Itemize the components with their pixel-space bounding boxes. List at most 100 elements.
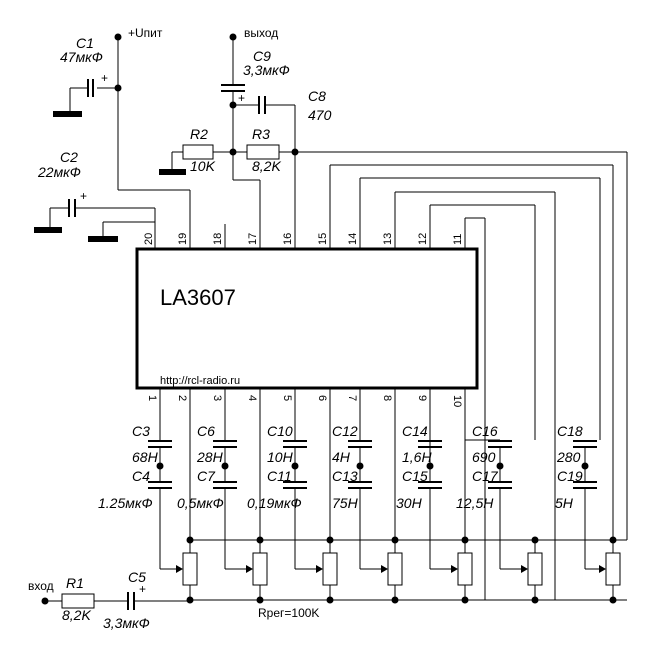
pin-14: 14 [347,233,359,245]
pin-6: 6 [316,395,328,401]
pot-body [605,552,621,586]
cap-value-c4: 1.25мкФ [98,495,153,511]
r3-value: 8,2K [252,158,281,174]
cap-value-c18: 280 [556,449,581,465]
pin-11: 11 [452,234,464,245]
pot-body [252,552,268,586]
chip-url: http://rcl-radio.ru [160,375,240,387]
pin-18: 18 [212,233,224,245]
cap-name-c10: C10 [267,423,293,439]
c5-name: C5 [128,569,146,585]
r2-name: R2 [190,126,208,142]
svg-text:+: + [139,582,146,596]
cap-name-c18: C18 [557,423,583,439]
pin-13: 13 [382,233,394,245]
junction-dot [426,462,434,470]
cap-name-c16: C16 [472,423,498,439]
cap-name-c3: C3 [132,423,150,439]
pot-body [322,552,338,586]
pin-16: 16 [282,233,294,245]
cap-value-c6: 28Н [196,449,224,465]
pin-8: 8 [381,395,393,401]
pin-19: 19 [177,233,189,245]
pot-note: Rрег=100K [258,606,319,620]
cap-value-c10: 10Н [267,449,294,465]
cap-value-c16: 690 [472,449,496,465]
cap-name-c19: C19 [557,468,583,484]
wiper-arrow [599,565,606,573]
cap-value-c3: 68Н [132,449,159,465]
cap-name-c6: C6 [197,423,215,439]
equalizer-capacitors: C368НC41.25мкФC628НC70,5мкФC1010НC110,19… [98,423,597,518]
pin-4: 4 [246,395,258,401]
potentiometer-2 [224,518,268,604]
output-label: выход [244,26,278,40]
cap-name-c7: C7 [197,468,216,484]
pin-9: 9 [416,395,428,401]
wiper-arrow [246,565,253,573]
pin20-ground [88,221,155,242]
svg-text:+: + [101,71,108,85]
junction-dot [496,462,504,470]
pot-body [457,552,473,586]
junction-dot [221,462,229,470]
r1-name: R1 [66,575,84,591]
output-section: выход + C9 3,3мкФ C8 470 R2 10K R3 8,2K [159,26,332,181]
c9-value: 3,3мкФ [243,62,290,78]
cap-name-c17: C17 [472,468,499,484]
power-section: +Uпит + C1 47мкФ [53,26,191,224]
svg-text:+: + [80,189,87,203]
c8-value: 470 [308,107,332,123]
pot-body [527,552,543,586]
chip-body [135,247,479,390]
c9-name: C9 [253,48,271,64]
potentiometer-1 [159,518,198,604]
pin-15: 15 [317,233,329,245]
band-wiring [330,164,614,600]
c2-section: + C2 22мкФ [34,149,156,233]
r3-name: R3 [252,126,270,142]
eq-band-2: C6 28Н C7 0,5мкФ [177,423,237,518]
wiper-arrow [451,565,458,573]
svg-text:+: + [238,91,245,105]
pin-7: 7 [346,395,358,401]
potentiometer-4 [359,518,403,604]
pin-17: 17 [247,233,259,245]
wiper-arrow [381,565,388,573]
pot-body [182,552,198,586]
pin-2: 2 [176,395,188,401]
cap-name-c12: C12 [332,423,358,439]
band-potentiometers [159,518,621,604]
c2-value: 22мкФ [37,164,81,180]
r2-value: 10K [190,158,216,174]
pot-body [387,552,403,586]
wiper-arrow [316,565,323,573]
power-label: +Uпит [128,26,163,40]
c1-name: C1 [76,35,94,51]
cap-name-c13: C13 [332,468,358,484]
top-pins: 20 19 18 17 16 15 14 13 12 11 [143,152,466,249]
cap-name-c14: C14 [402,423,428,439]
input-section: вход R1 8,2K + C5 3,3мкФ Rрег=100K [28,569,627,631]
c2-name: C2 [60,149,78,165]
cap-value-c15: 30Н [396,495,423,511]
cap-value-c19: 5Н [555,495,574,511]
c5-value: 3,3мкФ [103,615,150,631]
junction-dot [156,462,164,470]
bottom-pins: 1 2 3 4 5 6 7 8 9 10 [146,388,466,540]
pin-10: 10 [451,395,463,407]
input-label: вход [28,579,54,593]
cap-value-c13: 75Н [332,495,359,511]
wiper-arrow [521,565,528,573]
potentiometer-5 [429,518,473,604]
potentiometer-6 [499,518,543,604]
cap-value-c7: 0,5мкФ [177,495,224,511]
cap-name-c15: C15 [402,468,428,484]
wiper-arrow [176,565,183,573]
cap-value-c12: 4Н [332,449,351,465]
